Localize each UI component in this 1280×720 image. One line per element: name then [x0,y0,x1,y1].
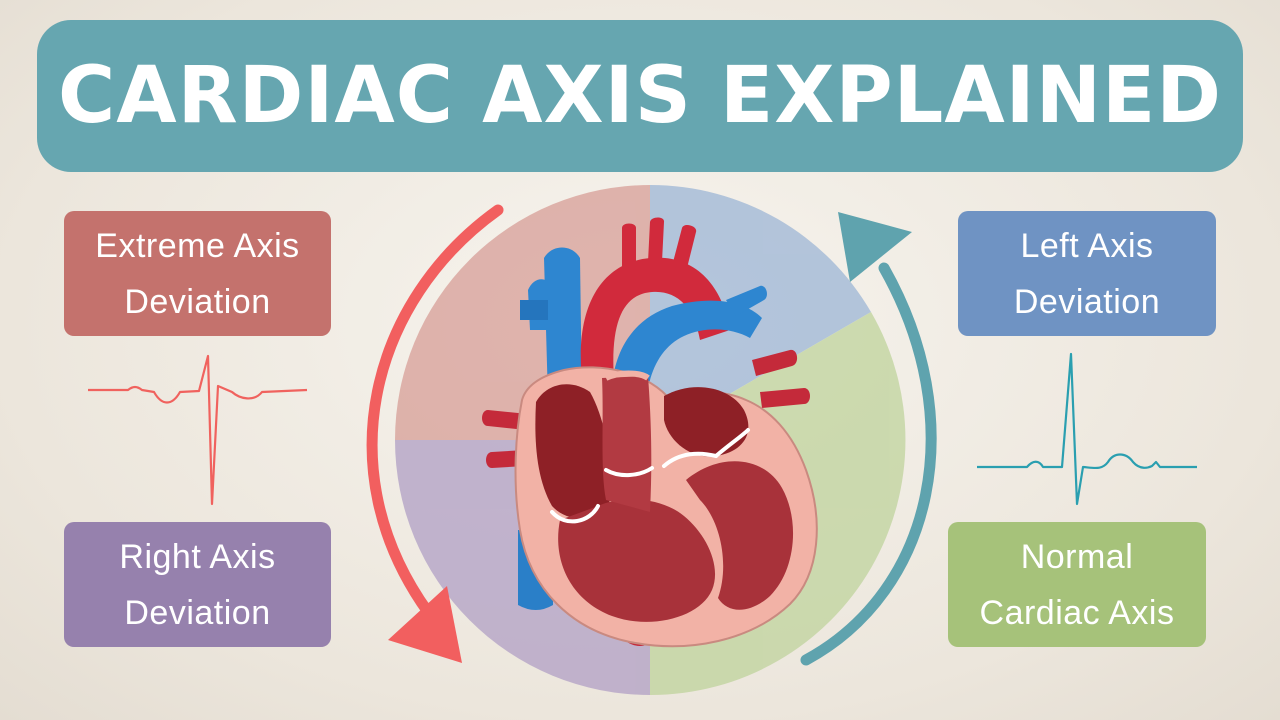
label-normal-line1: Normal [1020,537,1134,576]
label-normal-line2: Cardiac Axis [979,593,1175,632]
label-extreme-axis-deviation: Extreme Axis Deviation [64,211,331,336]
curved-arrow-icon [366,204,504,663]
label-right-axis-deviation: Right Axis Deviation [64,522,331,647]
ecg-trace-icon [977,352,1197,506]
label-right-line2: Deviation [124,593,271,632]
label-left-line2: Deviation [1013,282,1161,321]
ecg-trace-icon [88,354,308,506]
label-right-line1: Right Axis [119,537,276,576]
heart-illustration-icon [482,217,818,648]
page-title: CARDIAC AXIS EXPLAINED [57,51,1223,141]
label-left-axis-deviation: Left Axis Deviation [958,211,1216,336]
label-left-line1: Left Axis [1020,226,1154,265]
label-extreme-line1: Extreme Axis [95,226,300,265]
wheel-quadrant-left [650,184,871,440]
label-extreme-line2: Deviation [124,282,271,321]
label-normal-cardiac-axis: Normal Cardiac Axis [948,522,1206,647]
title-banner: CARDIAC AXIS EXPLAINED [37,20,1243,172]
curved-arrow-icon [800,212,937,666]
